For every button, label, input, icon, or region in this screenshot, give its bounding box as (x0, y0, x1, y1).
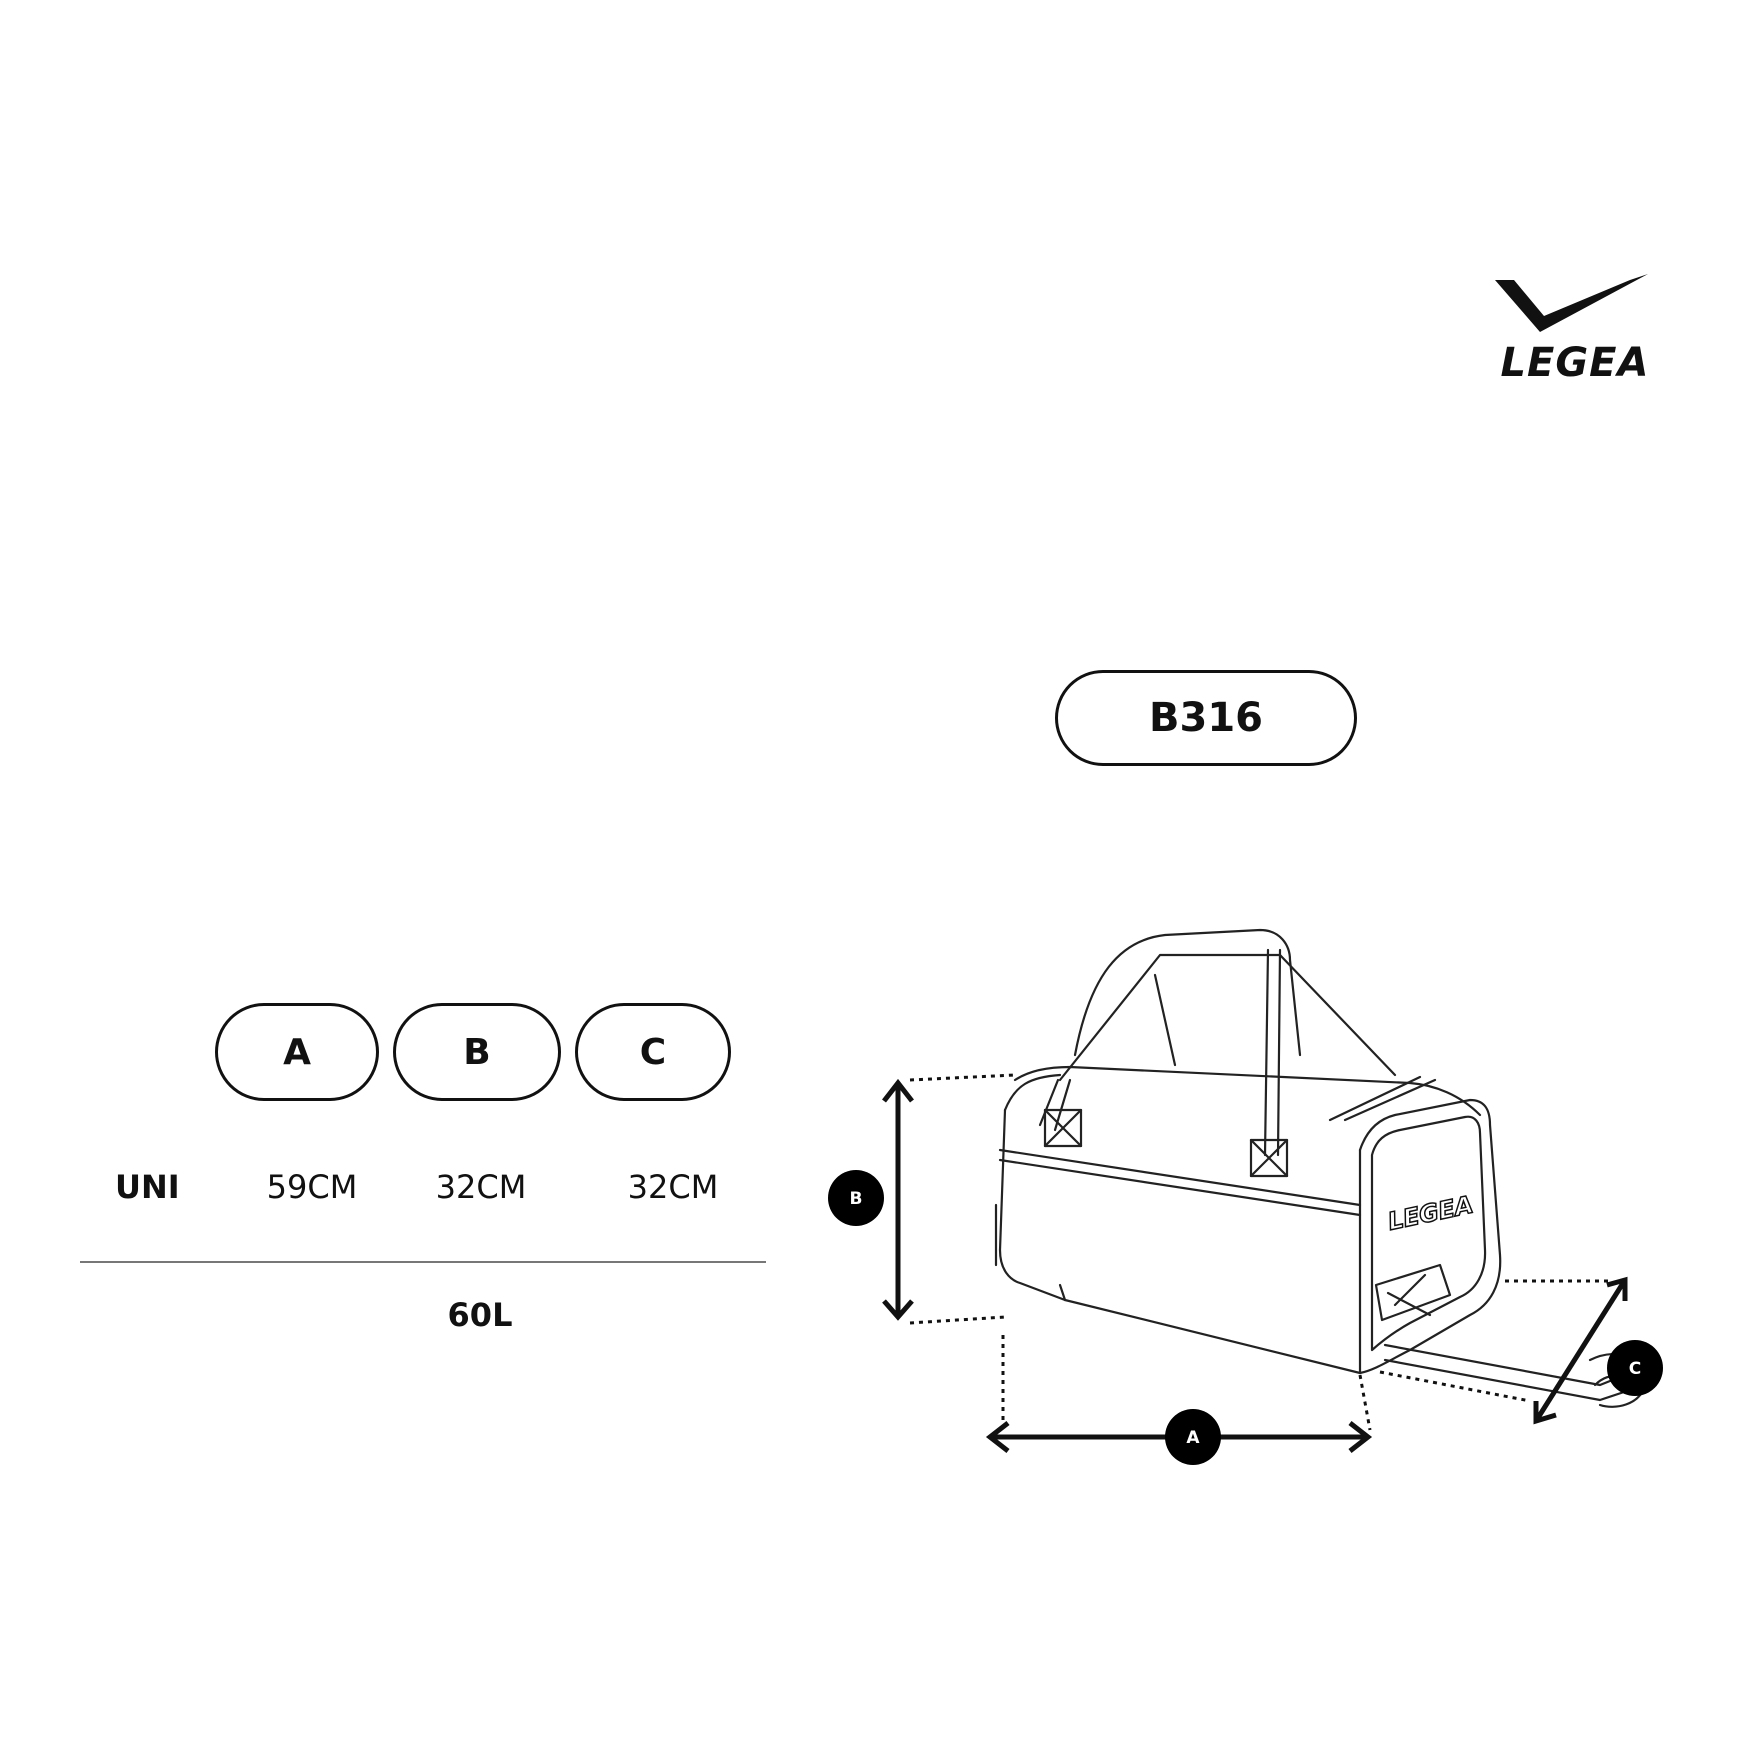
size-value-a: 59CM (266, 1168, 358, 1206)
size-value-b: 32CM (435, 1168, 527, 1206)
product-code: B316 (1149, 695, 1263, 741)
column-label: A (283, 1031, 311, 1073)
divider (80, 1261, 766, 1263)
dimension-marker-a: A (1165, 1409, 1221, 1465)
trolley-bag-illustration: LEGEA B (828, 928, 1663, 1465)
brand-name: LEGEA (1500, 340, 1650, 386)
size-label: UNI (115, 1168, 180, 1206)
dimension-marker-c: C (1607, 1340, 1663, 1396)
volume-value: 60L (447, 1296, 513, 1334)
marker-label: B (850, 1189, 863, 1209)
brand-swoosh-icon (1495, 274, 1648, 332)
column-header-a: A (215, 1003, 379, 1101)
bag-logo-text: LEGEA (1385, 1191, 1475, 1236)
product-code-badge: B316 (1055, 670, 1357, 766)
column-label: C (639, 1031, 667, 1073)
column-header-c: C (575, 1003, 731, 1101)
column-header-b: B (393, 1003, 561, 1101)
brand-logo: LEGEA (1480, 270, 1670, 390)
marker-label: C (1629, 1359, 1641, 1379)
bag-diagram: LEGEA B (820, 905, 1690, 1475)
marker-label: A (1186, 1428, 1200, 1448)
dimension-marker-b: B (828, 1170, 884, 1226)
column-label: B (463, 1031, 491, 1073)
size-value-c: 32CM (627, 1168, 719, 1206)
